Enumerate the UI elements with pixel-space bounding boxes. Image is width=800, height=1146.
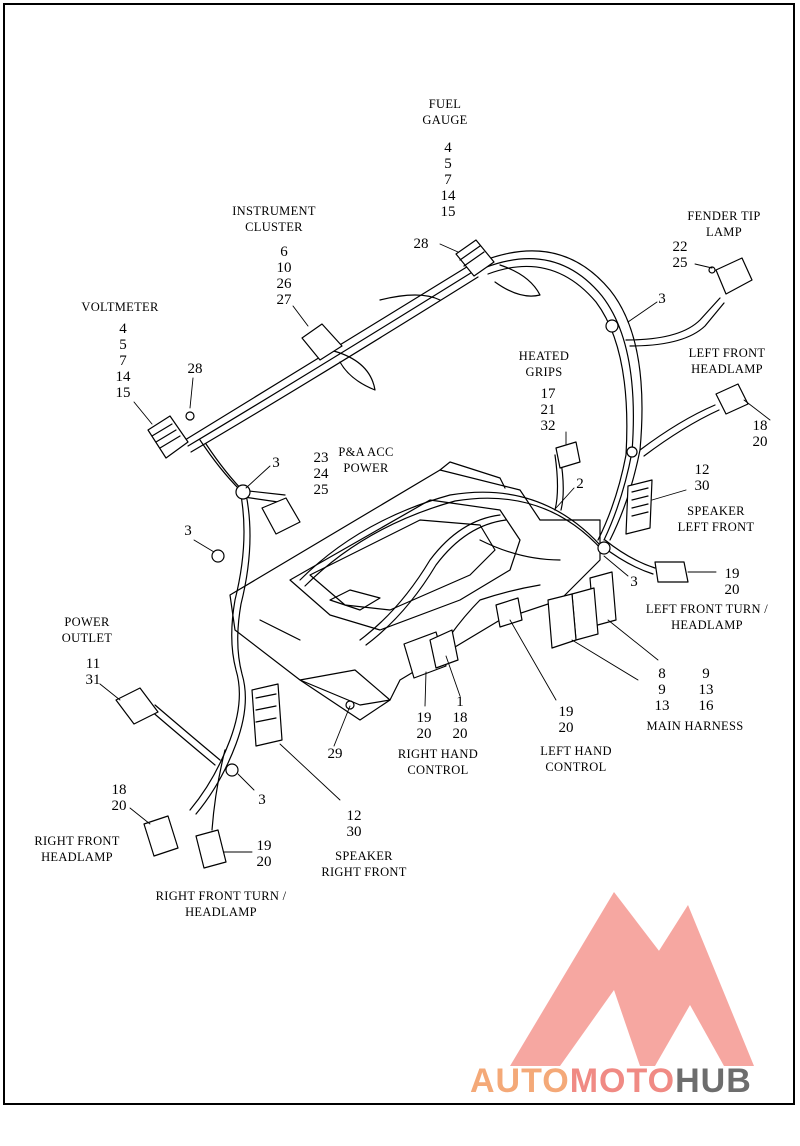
right-front-turn-callouts: 19 20 (256, 838, 272, 870)
watermark-logo (510, 892, 754, 1066)
right-hand-control-label: RIGHT HAND CONTROL (397, 747, 479, 777)
speaker-left-front-callouts: 12 30 (694, 462, 710, 494)
watermark-wordmark: AUTOMOTOHUB (470, 1062, 752, 1102)
right-front-headlamp-callouts: 18 20 (111, 782, 127, 814)
leader-lines (99, 243, 771, 853)
voltmeter-callout-28: 28 (187, 361, 203, 377)
callout-2: 2 (576, 476, 584, 492)
fuel-gauge-callout-28: 28 (413, 236, 429, 252)
left-hand-control-label: LEFT HAND CONTROL (540, 744, 612, 774)
power-outlet-callouts: 11 31 (85, 656, 101, 688)
pa-acc-power-label: P&A ACC POWER (338, 445, 394, 475)
harness-fender-tip-branch (625, 297, 725, 347)
harness-left-front-turn-branch (601, 539, 656, 575)
heated-grips-callouts: 17 21 32 (540, 386, 556, 434)
speaker-right-front-callouts: 12 30 (346, 808, 362, 840)
right-hand-control-callouts-2: 1 18 20 (452, 694, 468, 742)
left-hand-control-callouts: 19 20 (558, 704, 574, 736)
right-hand-control-callouts: 19 20 (416, 710, 432, 742)
watermark-auto: AUTO (470, 1062, 570, 1100)
callout-3-left: 3 (184, 523, 192, 539)
watermark-moto: MOTO (569, 1062, 676, 1100)
right-front-headlamp-label: RIGHT FRONT HEADLAMP (34, 834, 120, 864)
pa-acc-power-callouts: 23 24 25 (313, 450, 329, 498)
harness-center-loom (299, 454, 604, 651)
harness-lower-left-branch (149, 439, 286, 831)
left-front-turn-label: LEFT FRONT TURN / HEADLAMP (645, 602, 769, 632)
callout-3-turn: 3 (630, 574, 638, 590)
voltmeter-label: VOLTMETER (81, 300, 159, 314)
instrument-cluster-callouts: 6 10 26 27 (276, 244, 292, 308)
main-harness-label: MAIN HARNESS (646, 719, 744, 733)
callout-29: 29 (327, 746, 343, 762)
callout-3-fender: 3 (658, 291, 666, 307)
left-front-headlamp-callouts: 18 20 (752, 418, 768, 450)
instrument-cluster-label: INSTRUMENT CLUSTER (232, 204, 316, 234)
right-front-turn-label: RIGHT FRONT TURN / HEADLAMP (155, 889, 287, 919)
callout-3-lower: 3 (258, 792, 266, 808)
speaker-right-front-label: SPEAKER RIGHT FRONT (321, 849, 407, 879)
fender-tip-lamp-label: FENDER TIP LAMP (687, 209, 761, 239)
main-harness-callouts-b: 8 9 13 (654, 666, 670, 714)
mounting-plate (229, 461, 601, 721)
fender-tip-lamp-callouts: 22 25 (672, 239, 688, 271)
voltmeter-callouts: 4 5 7 14 15 (115, 321, 131, 401)
connectors (115, 239, 753, 869)
harness-left-front-headlamp-branch (639, 404, 720, 457)
harness-upper-branch (184, 250, 643, 541)
main-harness-callouts-a: 9 13 16 (698, 666, 714, 714)
diagram-frame (3, 3, 795, 1105)
power-outlet-label: POWER OUTLET (61, 615, 113, 645)
speaker-left-front-label: SPEAKER LEFT FRONT (677, 504, 755, 534)
callout-3-pa: 3 (272, 455, 280, 471)
left-front-turn-callouts: 19 20 (724, 566, 740, 598)
watermark-hub: HUB (675, 1062, 752, 1100)
heated-grips-label: HEATED GRIPS (518, 349, 570, 379)
fuel-gauge-callouts: 4 5 7 14 15 (440, 140, 456, 220)
fuel-gauge-label: FUEL GAUGE (422, 97, 468, 127)
left-front-headlamp-label: LEFT FRONT HEADLAMP (688, 346, 766, 376)
